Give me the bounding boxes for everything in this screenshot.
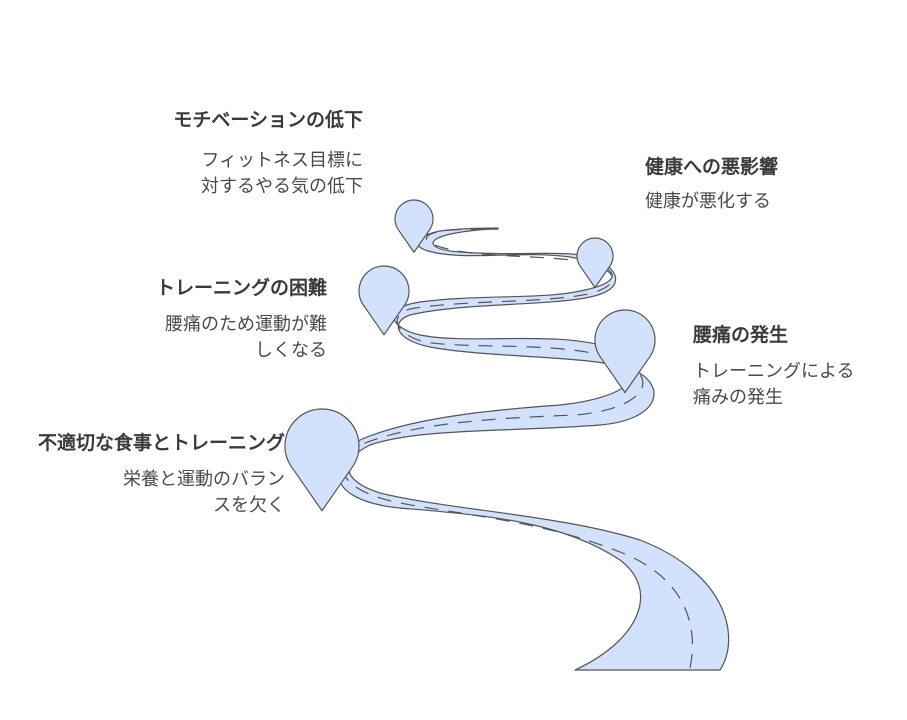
milestone-desc-line: 痛みの発生 [693,387,783,408]
milestone-desc-line: スを欠く [213,495,285,516]
milestone-health: 健康への悪影響 健康が悪化する [645,155,778,215]
milestone-desc-line: フィットネス目標に [201,150,363,171]
milestone-motivation: モチベーションの低下 フィットネス目標に 対するやる気の低下 [173,108,363,200]
pin-motivation-icon [394,199,434,253]
milestone-desc-line: 対するやる気の低下 [201,176,363,197]
milestone-training-difficulty: トレーニングの困難 腰痛のため運動が難 しくなる [156,276,327,364]
milestone-title: 腰痛の発生 [693,324,789,346]
milestone-back-pain: 腰痛の発生 トレーニングによる 痛みの発生 [693,323,854,411]
milestone-desc-line: 腰痛のため運動が難 [165,314,327,335]
road [337,227,730,671]
milestone-improper-diet: 不適切な食事とトレーニング 栄養と運動のバラン スを欠く [38,431,285,519]
pin-back-pain-icon [594,309,656,394]
milestone-desc-line: 健康が悪化する [645,191,771,212]
milestone-title: 健康への悪影響 [645,156,779,178]
pin-training-difficulty-icon [358,265,410,336]
road-center-line [342,228,694,669]
milestone-title: モチベーションの低下 [173,109,363,131]
milestone-desc-line: トレーニングによる [693,361,855,382]
milestone-title: トレーニングの困難 [155,277,327,299]
pin-health-icon [576,237,614,289]
pin-improper-diet-icon [284,408,360,512]
milestone-title: 不適切な食事とトレーニング [37,432,285,454]
milestone-desc-line: しくなる [255,340,327,361]
milestone-desc-line: 栄養と運動のバラン [123,469,285,490]
